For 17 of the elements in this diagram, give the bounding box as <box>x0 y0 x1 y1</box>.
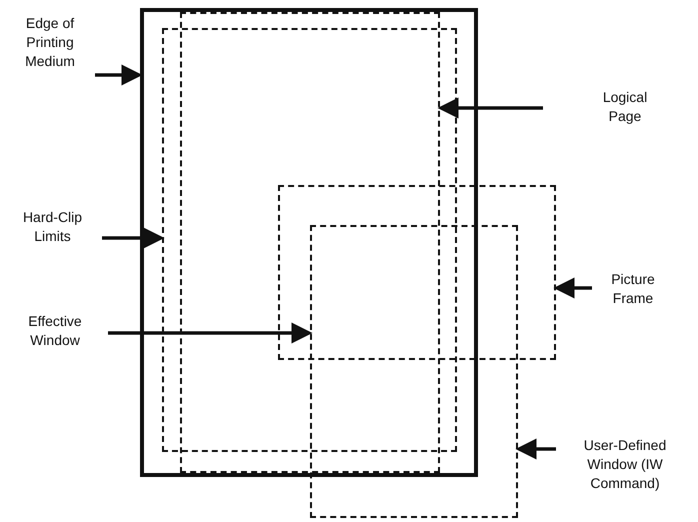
dashed-frame <box>310 225 518 518</box>
solid-frame <box>140 8 478 477</box>
leader-arrow <box>438 98 543 118</box>
callout-label: Edge of Printing Medium <box>10 14 90 71</box>
leader-arrow <box>108 322 312 344</box>
dashed-frame <box>278 185 556 360</box>
dashed-frame <box>162 28 457 452</box>
leader-arrow <box>95 64 142 86</box>
callout-label: Logical Page <box>585 88 665 126</box>
dashed-frame <box>180 12 440 473</box>
leader-arrow <box>102 228 164 248</box>
callout-label: User-Defined Window (IW Command) <box>560 436 690 493</box>
callout-label: Effective Window <box>5 312 105 350</box>
callout-label: Picture Frame <box>598 270 668 308</box>
leader-arrow <box>516 438 556 460</box>
callout-label: Hard-Clip Limits <box>5 208 100 246</box>
leader-arrow <box>554 278 592 298</box>
